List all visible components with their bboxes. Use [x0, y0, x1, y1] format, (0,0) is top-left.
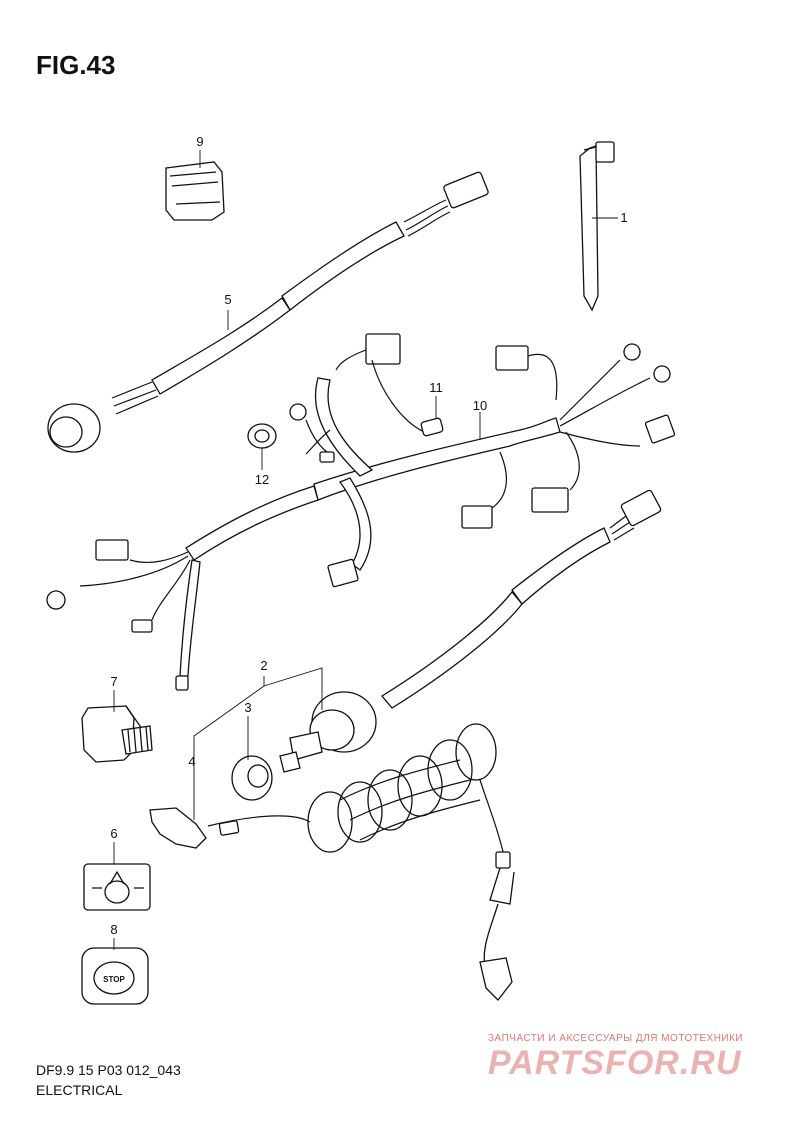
callout-9: 9 — [196, 134, 203, 149]
callout-7: 7 — [110, 674, 117, 689]
watermark-tagline: ЗАПЧАСТИ И АКСЕССУАРЫ ДЛЯ МОТОТЕХНИКИ — [488, 1033, 744, 1044]
callout-8: 8 — [110, 922, 117, 937]
part-11-sensor — [371, 359, 444, 437]
part-3-nut — [231, 755, 273, 801]
callout-2: 2 — [260, 658, 267, 673]
leader-lines — [113, 150, 618, 950]
callout-10: 10 — [473, 398, 487, 413]
model-code: DF9.9 15 P03 012_043 — [36, 1062, 181, 1078]
callout-3: 3 — [244, 700, 251, 715]
part-5-harness — [47, 171, 489, 453]
figure-title: FIG.43 — [36, 50, 116, 80]
callout-12: 12 — [255, 472, 269, 487]
part-8-stop-button: STOP — [81, 947, 149, 1005]
part-12-clamp — [247, 423, 277, 449]
callout-6: 6 — [110, 826, 117, 841]
coil-cord — [307, 723, 497, 853]
part-6-decal — [83, 863, 151, 911]
callout-5: 5 — [224, 292, 231, 307]
part-10-main-harness — [46, 333, 676, 691]
callout-labels: 9 1 5 11 10 12 2 7 3 4 6 8 — [110, 134, 627, 937]
section-title: ELECTRICAL — [36, 1082, 123, 1098]
stop-label: STOP — [103, 975, 125, 984]
part-1-probe — [579, 141, 615, 312]
part-2-lanyard-switch — [149, 489, 662, 1001]
callout-4: 4 — [188, 754, 195, 769]
watermark-logo: PARTSFOR.RU — [488, 1044, 742, 1082]
callout-1: 1 — [620, 210, 627, 225]
callout-11: 11 — [429, 380, 443, 395]
part-9-cap — [165, 161, 225, 221]
part-7-switch — [81, 705, 153, 763]
